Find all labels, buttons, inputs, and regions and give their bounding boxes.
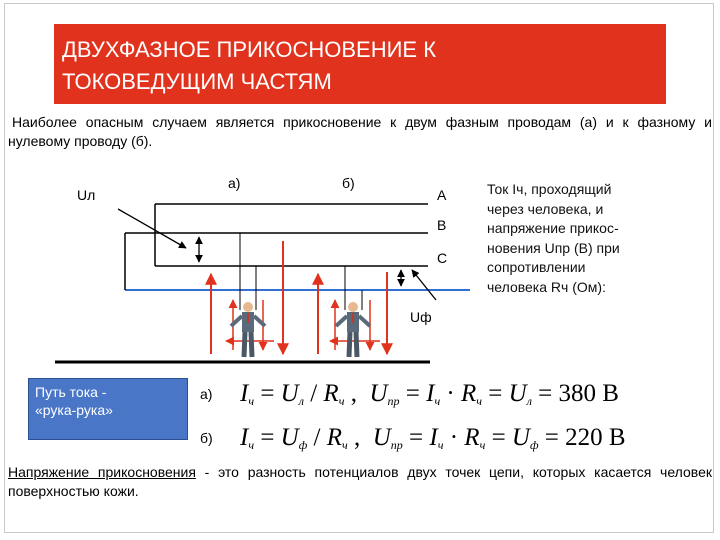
case-b-label: б) bbox=[342, 175, 355, 191]
phase-c-label: С bbox=[437, 250, 447, 266]
side-line-6: человека Rч (Ом): bbox=[487, 278, 606, 295]
side-line-3: напряжение прикос- bbox=[487, 220, 619, 236]
slide-frame bbox=[4, 3, 714, 533]
formula-a-value: 380 B bbox=[558, 380, 619, 407]
path-box-line-2: «рука-рука» bbox=[35, 402, 113, 418]
side-line-4: новения Uпр (В) при bbox=[487, 239, 620, 256]
intro-text: Наиболее опасным случаем является прикос… bbox=[8, 114, 712, 149]
side-line-1: Ток Iч, проходящий bbox=[487, 181, 612, 197]
definition-term: Напряжение прикосновения bbox=[8, 464, 196, 480]
phase-b-label: В bbox=[437, 217, 446, 233]
side-explanation: Ток Iч, проходящий через человека, и нап… bbox=[487, 180, 662, 297]
formula-b-label: б) bbox=[200, 430, 213, 446]
uf-indicator-arrow bbox=[411, 269, 437, 301]
title-line-1: ДВУХФАЗНОЕ ПРИКОСНОВЕНИЕ К bbox=[62, 37, 437, 62]
formula-b: Iч = Uф / Rч , Uпр = Iч · Rч = Uф = 220 … bbox=[240, 424, 626, 452]
ul-label: Uл bbox=[77, 187, 95, 203]
title-line-2: ТОКОВЕДУЩИМ ЧАСТЯМ bbox=[62, 69, 332, 94]
slide-title: ДВУХФАЗНОЕ ПРИКОСНОВЕНИЕ К ТОКОВЕДУЩИМ Ч… bbox=[54, 24, 666, 104]
side-line-5: сопротивлении bbox=[487, 259, 586, 275]
phase-a-label: А bbox=[437, 187, 447, 203]
uf-label: Uф bbox=[410, 309, 432, 325]
path-box-line-1: Путь тока - bbox=[35, 384, 107, 400]
side-line-2: через человека, и bbox=[487, 200, 604, 217]
formula-a-label: а) bbox=[200, 386, 213, 402]
definition-rest: - это разность потенциалов двух точек це… bbox=[8, 464, 712, 499]
current-path-box: Путь тока - «рука-рука» bbox=[28, 378, 188, 440]
person-icon-a bbox=[229, 302, 267, 358]
person-icon-b bbox=[334, 302, 372, 358]
case-a-label: а) bbox=[228, 175, 240, 191]
definition-text: Напряжение прикосновения - это разность … bbox=[8, 463, 712, 501]
formula-a: Iч = Uл / Rч , Uпр = Iч · Rч = Uл = 380 … bbox=[240, 380, 619, 408]
formula-b-value: 220 B bbox=[565, 424, 626, 451]
ul-indicator-arrow bbox=[117, 208, 187, 249]
